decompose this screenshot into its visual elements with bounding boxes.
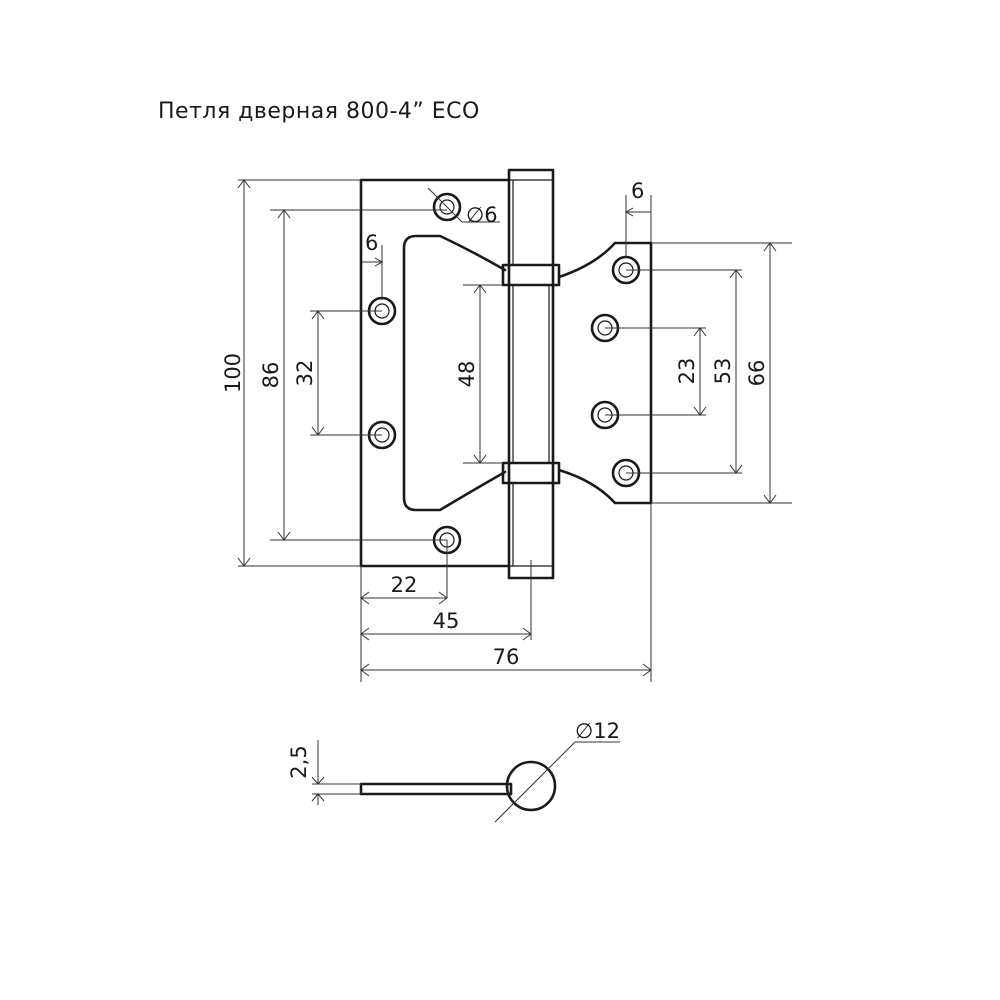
width-45-label: 45 [433,609,460,633]
screw-holes [367,192,641,555]
left-edge-offset-label: 6 [365,231,378,255]
height-48-label: 48 [455,361,479,388]
dimension-lines [237,179,792,682]
hole-diameter-label: ∅6 [466,203,498,227]
width-22-label: 22 [391,573,418,597]
dimension-labels: ∅6 6 6 100 86 32 48 23 53 66 22 45 76 2,… [221,179,769,779]
section-view [311,740,620,823]
height-23-label: 23 [675,358,699,385]
height-100-label: 100 [221,353,245,393]
height-32-label: 32 [293,360,317,387]
right-edge-offset-label: 6 [631,179,644,203]
hinge-barrel [501,168,561,580]
screw-hole [432,192,462,222]
drawing-title: Петля дверная 800-4” ECO [158,99,480,124]
right-leaf [557,241,653,505]
height-53-label: 53 [711,358,735,385]
height-86-label: 86 [259,362,283,389]
width-76-label: 76 [493,645,520,669]
left-leaf [359,178,511,568]
height-66-label: 66 [745,360,769,387]
barrel-diameter-label: ∅12 [575,719,620,743]
thickness-label: 2,5 [287,745,311,778]
